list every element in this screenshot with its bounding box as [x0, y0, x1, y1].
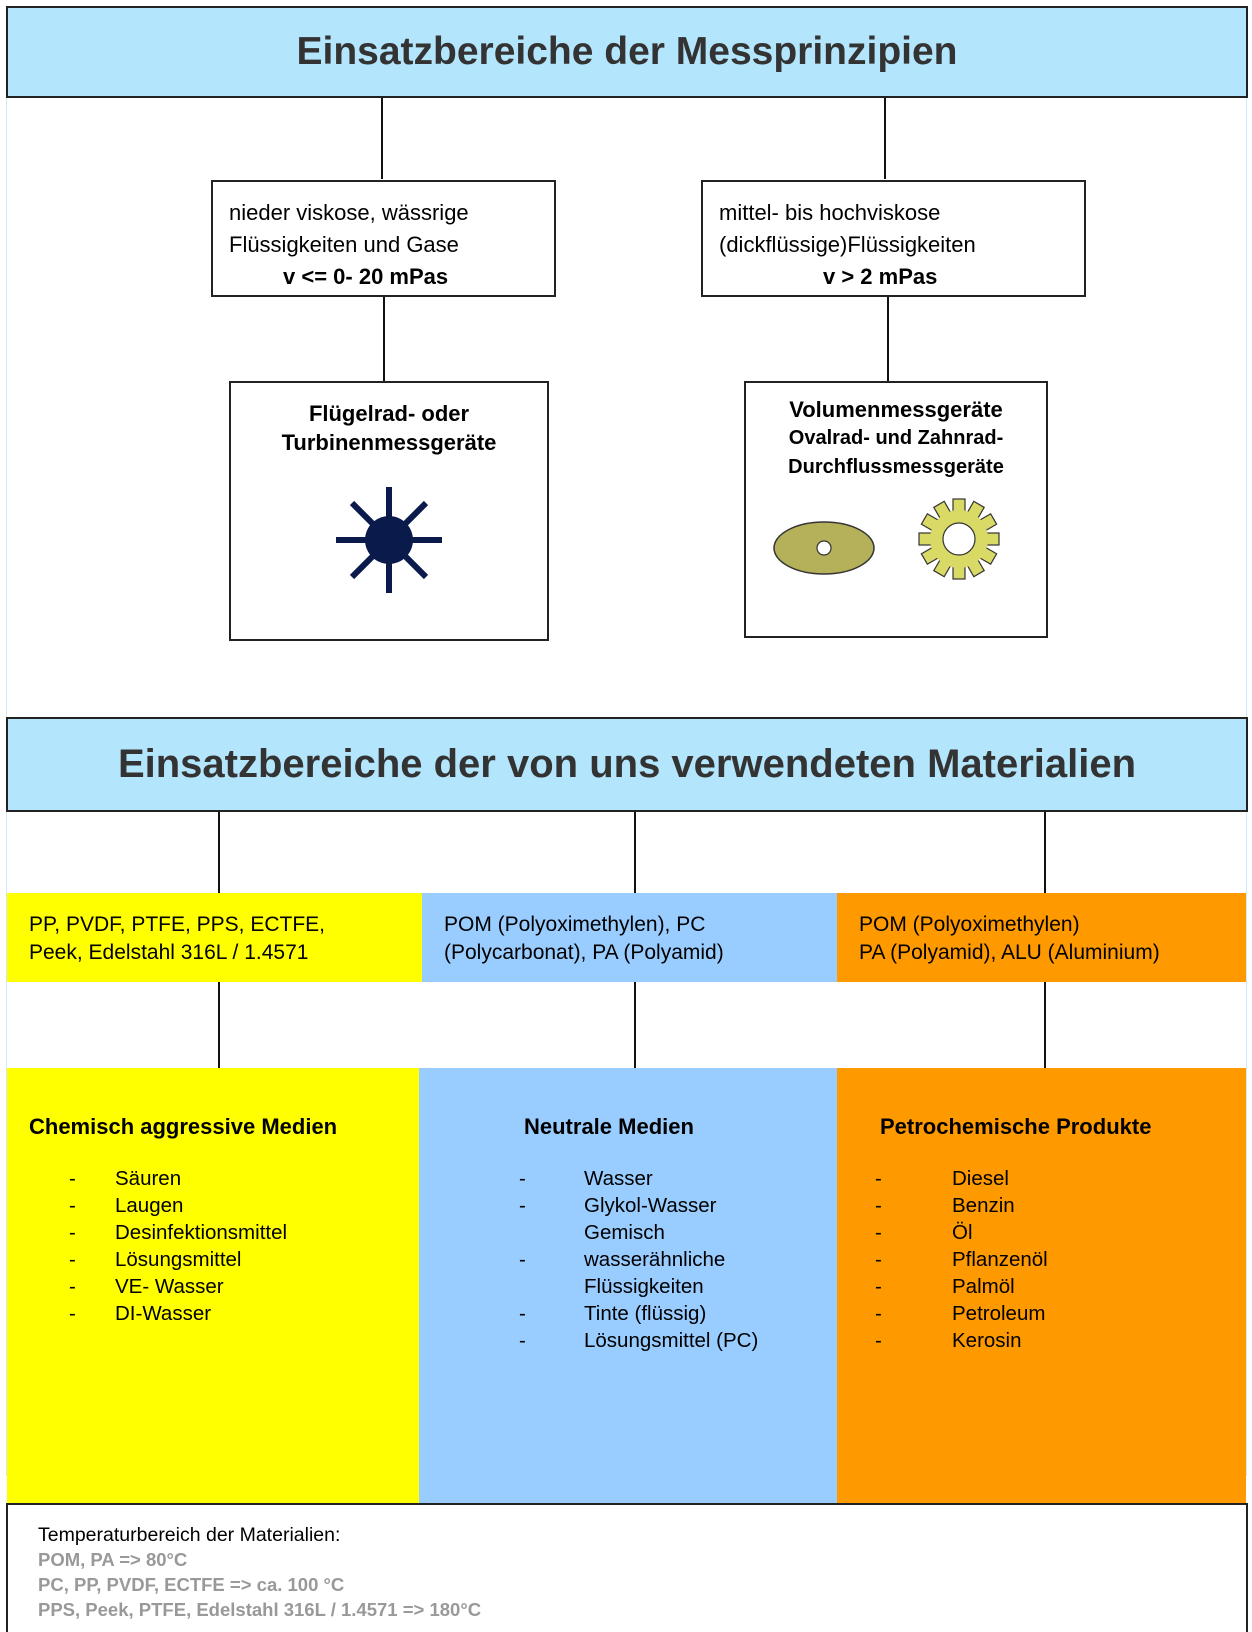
high-viscosity-box: mittel- bis hochviskose (dickflüssige)Fl… [701, 180, 1086, 297]
connector-line [218, 982, 220, 1069]
gear-wheel-icon [918, 498, 1000, 580]
media-title: Petrochemische Produkte [880, 1114, 1152, 1139]
list-item: Lösungsmittel [7, 1246, 419, 1273]
connector-line [218, 812, 220, 894]
list-item: Desinfektionsmittel [7, 1219, 419, 1246]
connector-line [887, 297, 889, 383]
list-item: Glykol-Wasser [419, 1192, 837, 1219]
impeller-icon [334, 485, 444, 595]
material-cell-chemical: PP, PVDF, PTFE, PPS, ECTFE, Peek, Edelst… [7, 893, 422, 982]
material-line: Peek, Edelstahl 316L / 1.4571 [29, 941, 309, 964]
turbine-title-line: Flügelrad- oder [308, 401, 470, 426]
volume-title: Volumenmessgeräte Ovalrad- und Zahnrad- … [746, 395, 1046, 482]
list-item: Benzin [837, 1192, 1246, 1219]
media-column-neutral: Neutrale Medien Wasser Glykol-Wasser Gem… [419, 1068, 837, 1504]
connector-line [634, 982, 636, 1069]
high-viscosity-line: mittel- bis hochviskose [719, 200, 941, 225]
material-line: PA (Polyamid), ALU (Aluminium) [859, 941, 1160, 964]
high-viscosity-line: (dickflüssige)Flüssigkeiten [719, 232, 976, 257]
material-line: PP, PVDF, PTFE, PPS, ECTFE, [29, 913, 326, 936]
list-item: Palmöl [837, 1273, 1246, 1300]
list-item: Öl [837, 1219, 1246, 1246]
list-item: Petroleum [837, 1300, 1246, 1327]
turbine-meter-box: Flügelrad- oder Turbinenmessgeräte [229, 381, 549, 641]
material-cell-neutral: POM (Polyoximethylen), PC (Polycarbonat)… [422, 893, 837, 982]
media-list: Wasser Glykol-Wasser Gemisch wasserähnli… [419, 1165, 837, 1354]
material-line: POM (Polyoximethylen) [859, 913, 1080, 936]
temperature-line: PPS, Peek, PTFE, Edelstahl 316L / 1.4571… [38, 1599, 482, 1620]
high-viscosity-range: v > 2 mPas [823, 264, 938, 289]
connector-line [383, 297, 385, 382]
list-item: Lösungsmittel (PC) [419, 1327, 837, 1354]
list-item: Wasser [419, 1165, 837, 1192]
turbine-title: Flügelrad- oder Turbinenmessgeräte [231, 399, 547, 457]
list-item: Pflanzenöl [837, 1246, 1246, 1273]
media-list: Säuren Laugen Desinfektionsmittel Lösung… [7, 1165, 419, 1327]
list-item: VE- Wasser [7, 1273, 419, 1300]
turbine-title-line: Turbinenmessgeräte [281, 430, 497, 455]
temperature-line: PC, PP, PVDF, ECTFE => ca. 100 °C [38, 1574, 345, 1595]
temperature-heading: Temperaturbereich der Materialien: [38, 1524, 341, 1546]
volume-title-line: Volumenmessgeräte [789, 397, 1003, 422]
list-item: Gemisch [584, 1221, 665, 1244]
connector-line [1044, 982, 1046, 1069]
low-viscosity-line: Flüssigkeiten und Gase [229, 232, 459, 257]
list-item: Diesel [837, 1165, 1246, 1192]
media-column-petrochemical: Petrochemische Produkte Diesel Benzin Öl… [837, 1068, 1246, 1504]
volume-title-line: Durchflussmessgeräte [788, 456, 1004, 478]
connector-line [381, 98, 383, 179]
list-item: Flüssigkeiten [584, 1275, 704, 1298]
connector-line [1044, 812, 1046, 894]
material-line: POM (Polyoximethylen), PC [444, 913, 706, 936]
list-item: wasserähnliche [419, 1246, 837, 1273]
temperature-line: POM, PA => 80°C [38, 1549, 188, 1570]
oval-gear-icon [772, 520, 876, 576]
media-title: Chemisch aggressive Medien [29, 1114, 338, 1139]
temperature-box: Temperaturbereich der Materialien: POM, … [6, 1503, 1248, 1632]
materials-header: Einsatzbereiche der von uns verwendeten … [6, 717, 1248, 812]
low-viscosity-box: nieder viskose, wässrige Flüssigkeiten u… [211, 180, 556, 297]
list-item: Kerosin [837, 1327, 1246, 1354]
low-viscosity-line: nieder viskose, wässrige [229, 200, 469, 225]
media-column-chemical: Chemisch aggressive Medien Säuren Laugen… [7, 1068, 419, 1504]
list-item: DI-Wasser [7, 1300, 419, 1327]
volume-meter-box: Volumenmessgeräte Ovalrad- und Zahnrad- … [744, 381, 1048, 638]
principles-header: Einsatzbereiche der Messprinzipien [6, 6, 1248, 98]
list-item: Tinte (flüssig) [419, 1300, 837, 1327]
connector-line [634, 812, 636, 894]
media-title: Neutrale Medien [524, 1114, 694, 1139]
principles-header-title: Einsatzbereiche der Messprinzipien [296, 30, 958, 73]
media-list: Diesel Benzin Öl Pflanzenöl Palmöl Petro… [837, 1165, 1246, 1354]
material-cell-petrochemical: POM (Polyoximethylen) PA (Polyamid), ALU… [837, 893, 1246, 982]
list-item: Laugen [7, 1192, 419, 1219]
connector-line [884, 98, 886, 179]
volume-title-line: Ovalrad- und Zahnrad- [788, 427, 1004, 449]
list-item: Säuren [7, 1165, 419, 1192]
material-line: (Polycarbonat), PA (Polyamid) [444, 941, 724, 964]
low-viscosity-range: v <= 0- 20 mPas [283, 264, 449, 289]
materials-header-title: Einsatzbereiche der von uns verwendeten … [117, 742, 1137, 786]
